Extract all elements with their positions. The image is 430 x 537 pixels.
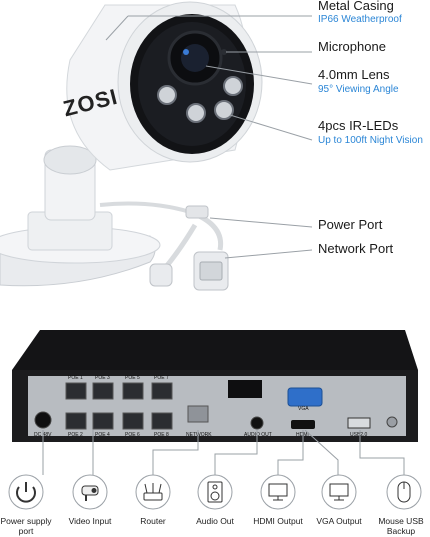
callout-mic-title: Microphone (318, 39, 386, 54)
usb-port (347, 417, 371, 429)
port-connector-lines (42, 430, 405, 475)
camera-mount-base (0, 145, 161, 287)
nvr-chassis (12, 330, 418, 442)
monitor-icon (321, 474, 357, 510)
network-port (187, 405, 209, 423)
nvr-illustration (12, 330, 418, 442)
port-caption-audio: Audio Out (196, 516, 234, 526)
network-label: NETWORK (186, 432, 212, 438)
poe-label-5: POE 5 (125, 375, 140, 381)
power-switch (228, 380, 262, 398)
port-icon-row: Power supply port Video Input Router Aud… (0, 472, 430, 537)
port-caption-vga: VGA Output (316, 516, 362, 526)
camera-illustration (0, 1, 313, 291)
dc-power-jack (34, 411, 52, 429)
callout-power-title: Power Port (318, 217, 383, 232)
hdmi-port (291, 420, 315, 429)
audio-out-jack (250, 416, 264, 430)
ground-screw (386, 416, 398, 428)
port-caption-mouse: Mouse USB Backup (378, 516, 424, 536)
camera-icon (72, 474, 108, 510)
speaker-icon (197, 474, 233, 510)
poe-label-3: POE 3 (95, 375, 110, 381)
poe-port-grid (65, 382, 173, 430)
port-caption-power: Power supply port (0, 516, 52, 536)
audio-label: AUDIO OUT (244, 432, 272, 438)
callout-ir-title: 4pcs IR-LEDs (318, 118, 399, 133)
usb-label: USB2.0 (350, 432, 368, 438)
vga-label: VGA (298, 406, 309, 412)
mouse-icon (386, 474, 422, 510)
vga-port (287, 387, 323, 407)
router-icon (135, 474, 171, 510)
power-icon (8, 474, 44, 510)
poe-label-8: POE 8 (154, 432, 169, 438)
camera-body (66, 1, 263, 171)
callout-ir-subtitle: Up to 100ft Night Vision (318, 135, 423, 146)
callout-casing-title: Metal Casing (318, 0, 394, 13)
poe-label-4: POE 4 (95, 432, 110, 438)
port-caption-hdmi: HDMI Output (253, 516, 303, 526)
callout-lens-subtitle: 95° Viewing Angle (318, 84, 399, 95)
monitor-icon (260, 474, 296, 510)
callout-network-title: Network Port (318, 241, 394, 256)
poe-label-1: POE 1 (68, 375, 83, 381)
callout-casing-subtitle: IP66 Weatherproof (318, 14, 402, 25)
poe-label-6: POE 6 (125, 432, 140, 438)
port-caption-video: Video Input (68, 516, 112, 526)
port-caption-router: Router (140, 516, 166, 526)
poe-label-7: POE 7 (154, 375, 169, 381)
callout-lens-title: 4.0mm Lens (318, 67, 390, 82)
hdmi-label: HDMI (296, 432, 309, 438)
callout-lines (105, 15, 313, 259)
camera-cable (99, 201, 229, 291)
poe-label-2: POE 2 (68, 432, 83, 438)
